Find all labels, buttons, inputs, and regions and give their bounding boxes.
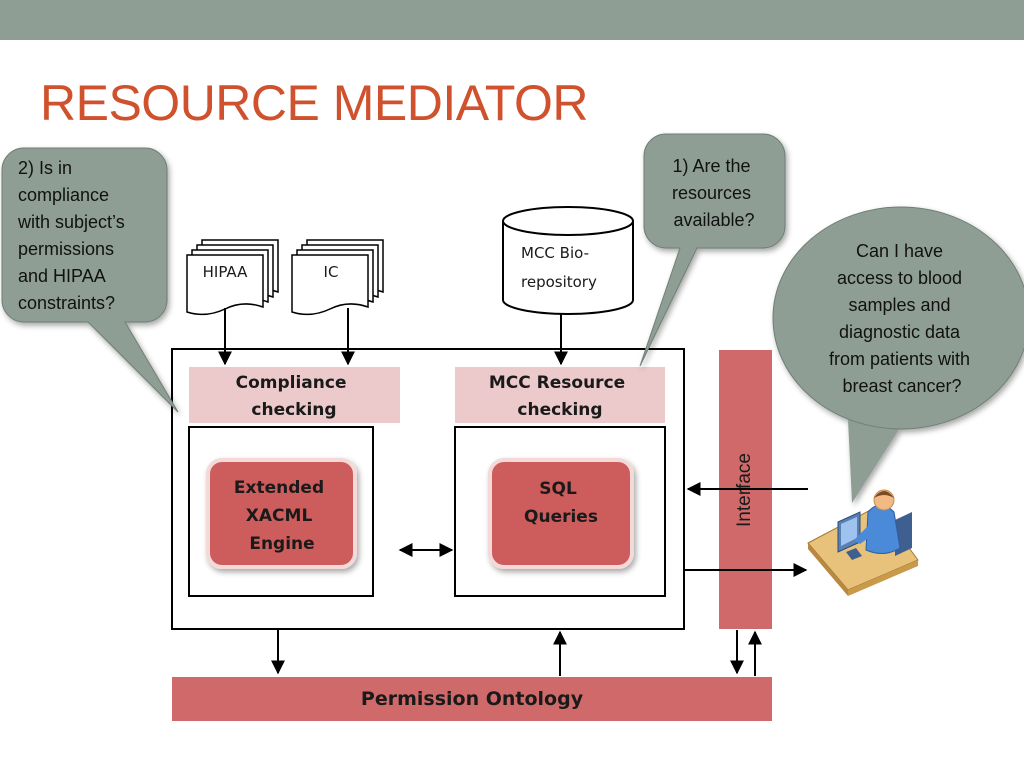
compliance-question-line-6: constraints? [18,293,115,313]
ic-document-icon [291,239,384,316]
compliance-question-line-3: with subject’s [17,212,125,232]
xacml-engine-label-1: Extended [234,478,324,498]
sql-queries-label-2: Queries [524,507,598,527]
svg-text:Can I have access to blood: Can I have access to blood samples and d… [829,241,975,396]
hipaa-document-icon [186,239,279,316]
compliance-question-line-2: compliance [18,185,109,205]
mcc-resource-checking-label-1: MCC Resource [489,373,625,393]
top-bar [0,0,1024,40]
compliance-question-line-4: permissions [18,239,114,259]
svg-text:MCC Resource checking: MCC Resource checking [489,373,631,420]
user-question-line-3: samples and [848,295,950,315]
compliance-question-bubble [1,147,179,413]
database-label-2: repository [521,273,597,291]
mcc-resource-checking-header [455,367,665,423]
svg-text:1) Are the resources a: 1) Are the resources available? [672,156,756,230]
ic-document-label: IC [324,263,339,281]
compliance-checking-header [189,367,400,423]
svg-text:Extended XACML Engine: Extended XACML Engine [234,478,330,554]
user-question-line-2: access to blood [837,268,962,288]
resources-question-bubble [639,133,786,367]
mcc-resource-checking-label-2: checking [517,400,602,420]
compliance-question-line-1: 2) Is in [18,158,72,178]
xacml-engine-label-3: Engine [249,534,314,554]
resources-question-line-1: 1) Are the [672,156,750,176]
user-question-line-5: from patients with [829,349,970,369]
svg-text:Compliance checking: Compliance checking [236,373,353,420]
hipaa-document-label: HIPAA [203,263,248,281]
user-at-computer-icon [807,489,919,596]
svg-text:MCC Bio- repository: MCC Bio- repository [521,244,597,291]
slide-title: RESOURCE MEDIATOR [40,75,589,131]
compliance-question-line-5: and HIPAA [18,266,106,286]
sql-queries-label-1: SQL [539,479,577,499]
resources-question-line-2: resources [672,183,751,203]
database-icon [502,206,634,315]
compliance-checking-label-2: checking [251,400,336,420]
user-question-line-6: breast cancer? [842,376,961,396]
compliance-checking-label-1: Compliance [236,373,347,393]
user-question-line-4: diagnostic data [839,322,961,342]
permission-ontology-bar [172,677,772,721]
user-question-bubble [772,206,1024,503]
svg-text:SQL Queries: SQL Queries [524,479,598,527]
permission-ontology-label: Permission Ontology [361,688,584,710]
xacml-engine-label-2: XACML [246,506,313,526]
sql-queries-box [488,458,634,569]
user-question-line-1: Can I have [856,241,943,261]
xacml-engine-box [206,458,357,569]
database-label-1: MCC Bio- [521,244,589,262]
svg-text:2) Is in compliance wi: 2) Is in compliance with subject’s permi… [17,158,130,313]
resources-question-line-3: available? [673,210,754,230]
